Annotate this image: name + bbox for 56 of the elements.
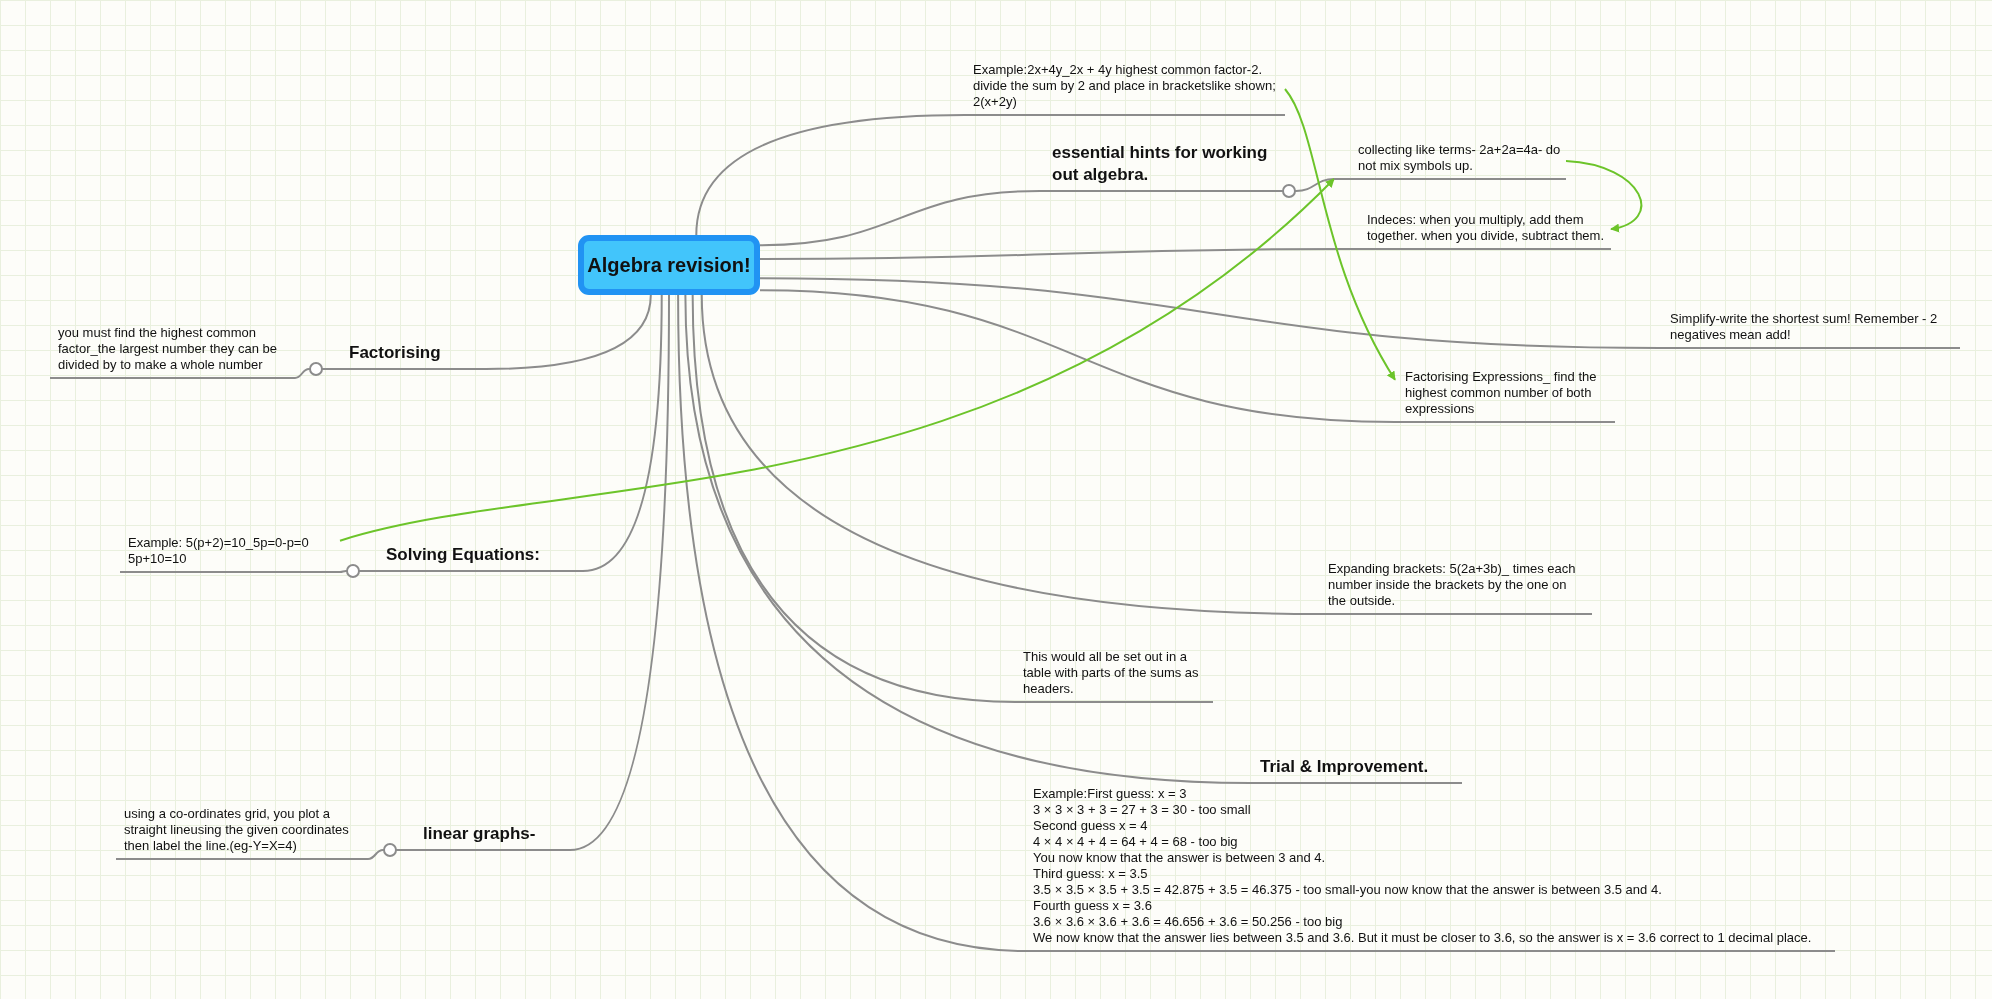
branch-line <box>759 190 1041 247</box>
note-text: you must find the highest common factor_the largest number they can be divided by to make a whole number <box>58 325 278 373</box>
note-text: Factorising Expressions_ find the highest common number of both expressions <box>1405 369 1598 417</box>
note-text: 4 × 4 × 4 + 4 = 64 + 4 = 68 - too big <box>1033 834 1239 850</box>
branch-topic <box>1334 142 1566 180</box>
note-text: Expanding brackets: 5(2a+3b)_ times each number inside the brackets by the one on the outside. <box>1328 561 1577 609</box>
topic-heading: Trial & Improvement. <box>1260 756 1430 778</box>
branch-topic <box>965 62 1285 116</box>
note-text: Simplify-write the shortest sum! Remember - 2 negatives mean add! <box>1670 311 1939 343</box>
note-text: Second guess x = 4 <box>1033 818 1149 834</box>
branch-line <box>367 849 384 860</box>
branch-topic <box>1015 649 1213 703</box>
branch-line <box>759 289 1396 423</box>
note-text: 3.6 × 3.6 × 3.6 + 3.6 = 46.656 + 3.6 = 50.256 - too big <box>1033 914 1344 930</box>
branch-topic <box>50 325 295 379</box>
branch-topic <box>116 806 368 860</box>
note-text: using a co-ordinates grid, you plot a straight lineusing the given coordinates then label the line.(eg-Y=X=4) <box>124 806 350 854</box>
branch-line <box>485 294 652 370</box>
note-text: Example:2x+4y_2x + 4y highest common factor-2. divide the sum by 2 and place in bracketslike shown; 2(x+2y) <box>973 62 1277 110</box>
note-text: 3.5 × 3.5 × 3.5 + 3.5 = 42.875 + 3.5 = 46.375 - too small-you now know that the answer is between 3.5 and 4. <box>1033 882 1663 898</box>
note-text: Example:First guess: x = 3 <box>1033 786 1188 802</box>
relationship-arrow <box>339 178 1335 542</box>
branch-line <box>700 294 1321 615</box>
branch-line <box>339 570 347 573</box>
branch-line <box>691 294 1016 703</box>
branch-line <box>759 248 1346 260</box>
branch-line <box>759 277 1661 349</box>
note-text: 3 × 3 × 3 + 3 = 27 + 3 = 30 - too small <box>1033 802 1252 818</box>
note-text: Fourth guess x = 3.6 <box>1033 898 1153 914</box>
branch-line <box>695 114 966 236</box>
branch-topic <box>1345 212 1611 250</box>
note-text: collecting like terms- 2a+2a=4a- do not mix symbols up. <box>1358 142 1562 174</box>
note-text: Indeces: when you multiply, add them together. when you divide, subtract them. <box>1367 212 1606 244</box>
central-topic-box <box>578 235 760 295</box>
note-text: We now know that the answer lies between 3.5 and 3.6. But it must be closer to 3.6, so the answer is x = 3.6 correct to 1 decimal place. <box>1033 930 1813 946</box>
note-text: Example: 5(p+2)=10_5p=0-p=0 5p+10=10 <box>128 535 310 567</box>
relationship-arrow <box>1284 88 1396 381</box>
branch-line <box>294 368 310 379</box>
branch-line <box>684 294 1251 784</box>
branch-line <box>677 294 1026 952</box>
topic-heading: Factorising <box>349 342 442 364</box>
topic-heading: essential hints for working out algebra. <box>1052 142 1269 186</box>
note-text: You now know that the answer is between 3 and 4. <box>1033 850 1327 866</box>
topic-heading: Solving Equations: <box>386 544 541 566</box>
topic-heading: linear graphs- <box>423 823 537 845</box>
branch-topic <box>120 535 340 573</box>
note-text: Third guess: x = 3.5 <box>1033 866 1149 882</box>
branch-topic <box>1395 369 1615 423</box>
branch-line <box>582 294 663 572</box>
note-text: This would all be set out in a table with parts of the sums as headers. <box>1023 649 1200 697</box>
relationship-arrow <box>1565 160 1643 232</box>
branch-line <box>1295 178 1335 192</box>
branch-topic <box>1660 311 1960 349</box>
branch-topic <box>1025 786 1835 952</box>
branch-line <box>569 294 670 851</box>
branch-topic <box>1320 561 1592 615</box>
